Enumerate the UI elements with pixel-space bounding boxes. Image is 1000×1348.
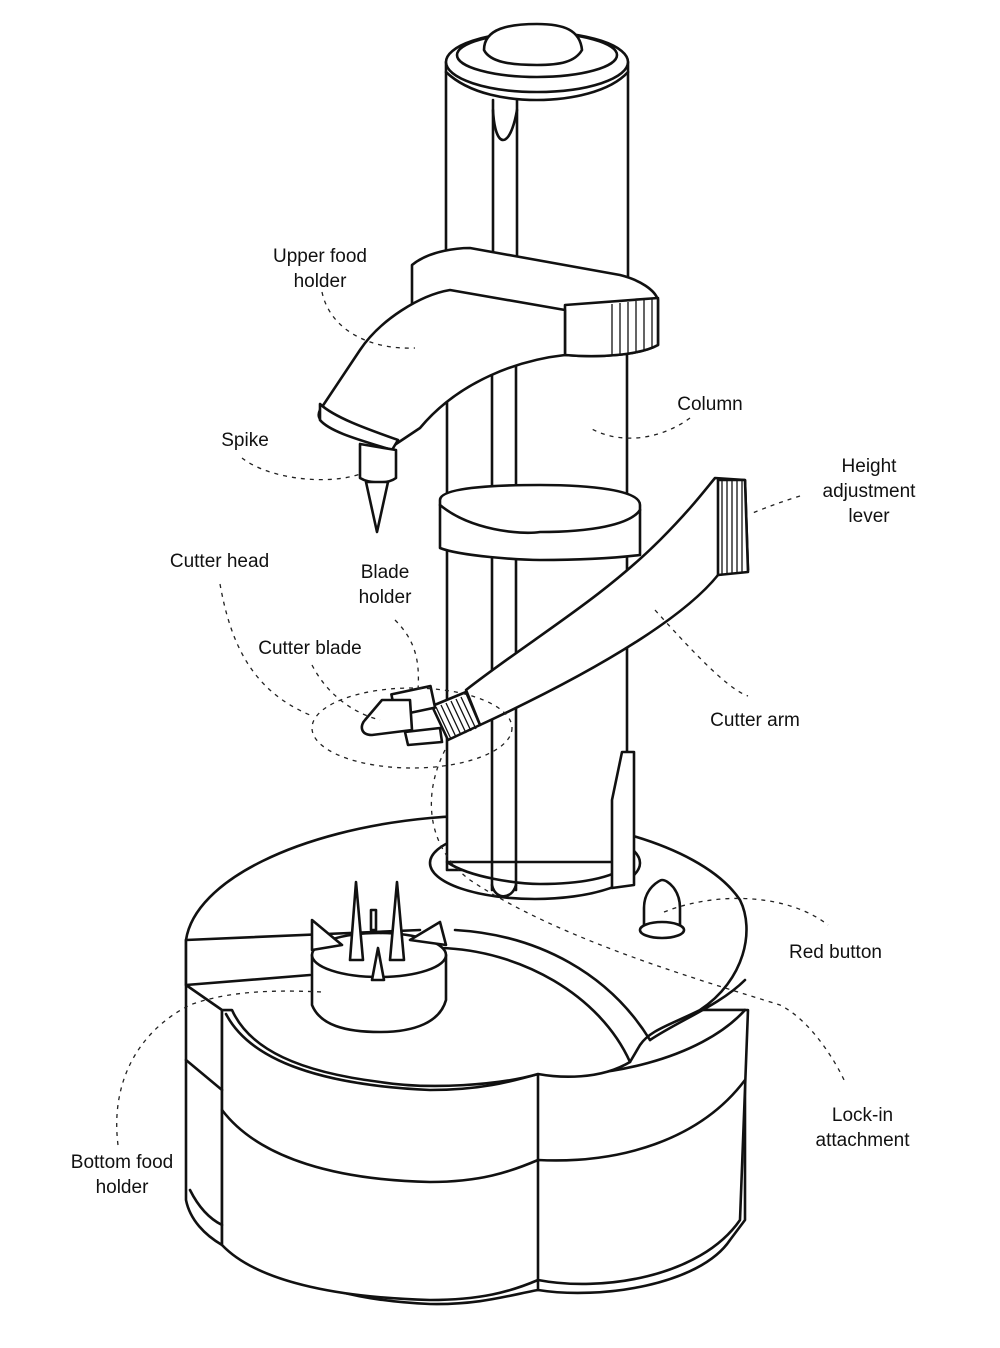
label-column: Column (677, 394, 743, 415)
label-bottom-food-holder: Bottom food holder (70, 1152, 174, 1198)
leader-lines (116, 291, 846, 1146)
cutter-arm-shape (464, 476, 750, 727)
cutter-head-shape (360, 684, 482, 747)
label-cutter-blade: Cutter blade (258, 638, 362, 659)
label-cutter-head: Cutter head (169, 551, 270, 572)
middle-collar (438, 483, 642, 562)
upper-collar-grip (611, 299, 653, 355)
red-button-shape (638, 878, 686, 940)
cutter-head-grip (435, 696, 477, 740)
top-cap (444, 22, 630, 294)
upper-food-holder-shape (317, 246, 660, 534)
label-cutter-arm: Cutter arm (710, 710, 800, 731)
bottom-food-holder (310, 880, 448, 1034)
label-spike: Spike (221, 430, 269, 451)
label-red-button: Red button (789, 942, 882, 963)
label-height-adjustment-lever: Height adjustment lever (822, 456, 916, 527)
lever-grip (721, 481, 743, 574)
label-upper-food-holder: Upper food holder (272, 246, 367, 292)
label-blade-holder: Blade holder (358, 562, 412, 608)
label-lock-in-attachment: Lock-in attachment (815, 1105, 910, 1151)
